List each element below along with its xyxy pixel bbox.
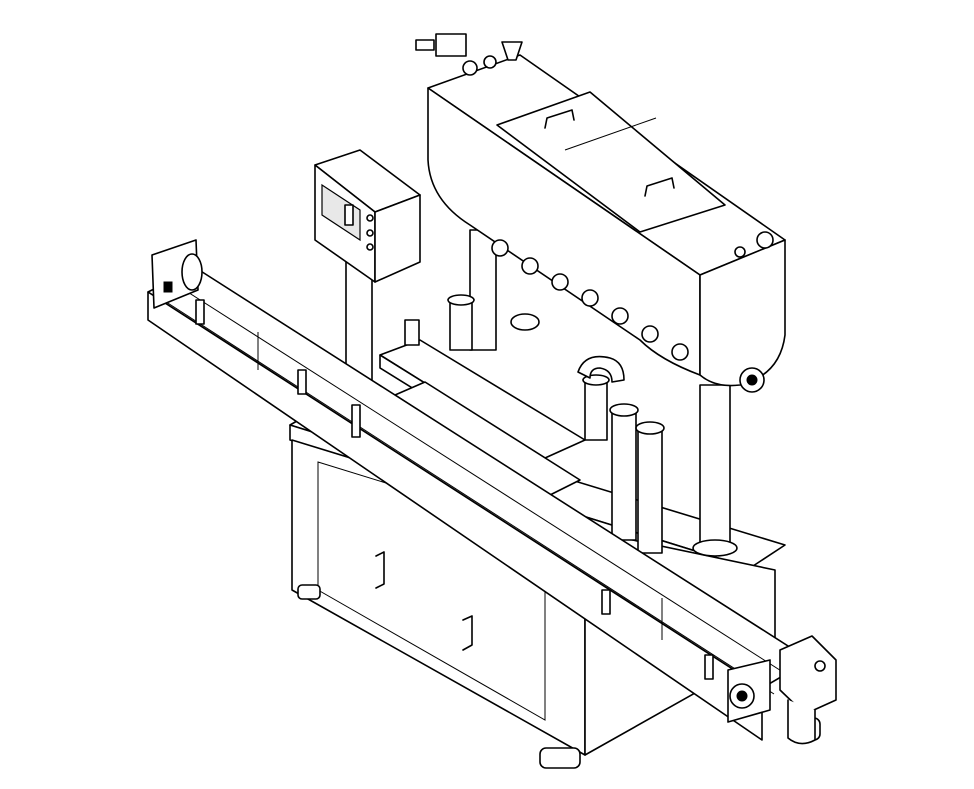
indicator-light-1 xyxy=(366,214,374,222)
rail-bracket-3 xyxy=(351,404,361,438)
conveyor-rail-line xyxy=(159,297,775,695)
pump-cylinder-3 xyxy=(609,403,639,541)
door-handle-right xyxy=(462,615,473,651)
inlet-fitting xyxy=(462,60,478,76)
lid-handle-1 xyxy=(544,109,575,129)
pump-body xyxy=(611,409,637,541)
nozzle-valve-3 xyxy=(551,273,569,291)
nozzle-valve-6 xyxy=(641,325,659,343)
drain-valve-center xyxy=(746,374,758,386)
control-box xyxy=(314,149,421,283)
pump-cap xyxy=(447,294,475,306)
conveyor-front-rail xyxy=(147,291,763,741)
pump-cylinder-4 xyxy=(635,421,665,554)
tank-fitting xyxy=(734,246,746,258)
tank-end xyxy=(699,239,786,387)
inlet-valve-port xyxy=(415,39,435,51)
motor-body xyxy=(787,699,816,745)
drive-motor xyxy=(727,635,837,745)
rail-bracket-2 xyxy=(297,369,307,395)
filling-heads xyxy=(447,239,689,554)
cabinet-foot-left xyxy=(297,584,321,600)
manifold-fitting xyxy=(510,313,540,331)
nozzle-valve-7 xyxy=(671,343,689,361)
nozzle-valve-5 xyxy=(611,307,629,325)
cabinet-foot-front xyxy=(539,747,581,769)
touch-screen xyxy=(321,183,361,242)
rail-bracket-1 xyxy=(195,299,205,325)
indicator-light-3 xyxy=(366,243,374,251)
pump-cap xyxy=(635,421,665,435)
door-handle-left xyxy=(375,551,385,589)
vent-cap xyxy=(501,41,523,61)
cylinder-actuator xyxy=(404,319,420,346)
level-sensor xyxy=(756,231,774,249)
conveyor-belt-line xyxy=(171,281,787,675)
inlet-valve-body xyxy=(435,33,467,57)
pump-cap xyxy=(609,403,639,417)
tank-lid xyxy=(496,91,726,233)
gearbox xyxy=(779,635,837,715)
hopper-tank xyxy=(415,33,786,393)
nozzle-valve-4 xyxy=(581,289,599,307)
screen-switch xyxy=(344,204,354,226)
column-base-flange xyxy=(692,539,738,557)
tank-column-right xyxy=(699,384,731,546)
gearbox-bolt xyxy=(814,660,826,672)
nozzle-valve-1 xyxy=(491,239,509,257)
pump-body xyxy=(449,299,473,351)
rail-bracket-4 xyxy=(601,589,611,615)
nozzle-valve-2 xyxy=(521,257,539,275)
pump-body xyxy=(584,379,608,441)
vent-fitting-1 xyxy=(483,55,497,69)
tail-pulley xyxy=(181,253,203,291)
motor-shaft xyxy=(736,690,748,702)
indicator-light-2 xyxy=(366,229,374,237)
conveyor xyxy=(147,239,811,741)
elbow-pipe xyxy=(577,355,625,383)
rail-bracket-5 xyxy=(704,654,714,680)
pump-body xyxy=(637,427,663,554)
lid-handle-2 xyxy=(644,177,675,197)
pump-cylinder-1 xyxy=(447,294,475,351)
pump-cylinder-2 xyxy=(582,374,610,441)
filling-carriage xyxy=(379,319,586,509)
lid-seam xyxy=(564,117,657,151)
end-bracket xyxy=(163,281,173,293)
control-box-side xyxy=(374,194,421,283)
